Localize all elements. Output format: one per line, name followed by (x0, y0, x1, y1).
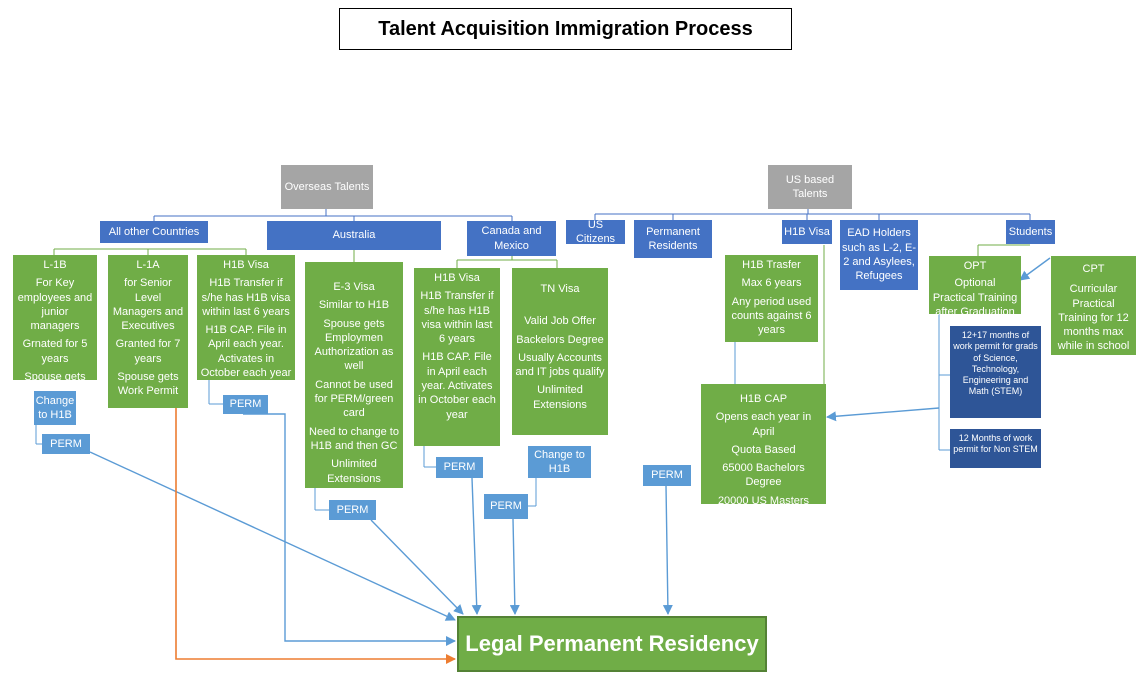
stem-permit-text: 12+17 months of work permit for grads of… (953, 330, 1038, 397)
perm-label: PERM (50, 437, 82, 450)
ead-holders-node: EAD Holders such as L-2, E-2 and Asylees… (840, 220, 918, 290)
students-node: Students (1006, 220, 1055, 244)
l1a-line: for Senior Level Managers and Executives (112, 277, 184, 333)
e3-visa-line: Similar to H1B (318, 299, 390, 312)
l1b-node: L-1B For Key employees and junior manage… (13, 255, 97, 397)
perm-label: PERM (229, 398, 262, 411)
students-label: Students (1008, 225, 1053, 238)
h1b-visa-category-label: H1B Visa (784, 225, 830, 238)
overseas-talents-node: Overseas Talents (281, 165, 373, 209)
tn-visa-line: Usually Accounts and IT jobs qualify (515, 351, 605, 379)
l1a-line: Granted for 7 years (115, 338, 181, 365)
change-to-h1b-l1b: Change to H1B (34, 391, 76, 425)
h1b-transfer-node: H1B Trasfer Max 6 years Any period used … (725, 255, 818, 342)
perm-stubs (35, 313, 950, 511)
stem-permit-node: 12+17 months of work permit for grads of… (950, 326, 1041, 418)
e3-visa-line: Unlimited Extensions (327, 458, 381, 485)
opt-node: OPT Optional Practical Training after Gr… (929, 256, 1021, 318)
perm-label: PERM (490, 500, 522, 513)
h1b-cap-line: 65000 Bachelors Degree (722, 462, 805, 489)
e3-visa-node: E-3 Visa Similar to H1B Spouse gets Empl… (305, 262, 403, 488)
h1b-visa-category-node: H1B Visa (782, 220, 832, 244)
h1b-cap-line: Quota Based (731, 443, 796, 456)
permanent-residents-label: Permanent Residents (646, 225, 700, 252)
h1b-transfer-line: Max 6 years (741, 277, 802, 290)
australia-node: Australia (267, 221, 441, 250)
h1b-overseas-title: H1B Visa (223, 259, 269, 271)
h1b-canada-line: H1B Transfer if s/he has H1B visa within… (420, 290, 494, 346)
h1b-overseas-line: H1B CAP. File in April each year. Activa… (200, 324, 292, 380)
us-citizens-node: US Citizens (566, 218, 625, 245)
h1b-transfer-line: Any period used counts against 6 years (731, 295, 812, 337)
h1b-cap-node: H1B CAP Opens each year in April Quota B… (701, 384, 826, 521)
legal-permanent-residency-node: Legal Permanent Residency (457, 616, 767, 672)
tn-visa-node: TN Visa Valid Job Offer Backelors Degree… (512, 268, 608, 435)
perm-h1b-canada: PERM (436, 457, 483, 478)
tn-visa-line: Unlimited Extensions (533, 384, 587, 411)
h1b-overseas-node: H1B Visa H1B Transfer if s/he has H1B vi… (197, 255, 295, 380)
l1b-line: For Key employees and junior managers (17, 277, 93, 333)
opt-line: Optional Practical Training after Gradua… (932, 277, 1018, 318)
h1b-canada-title: H1B Visa (434, 272, 480, 284)
perm-tn: PERM (484, 494, 528, 519)
perm-label: PERM (336, 503, 369, 516)
us-tree-lines (594, 209, 1031, 220)
tn-visa-title: TN Visa (540, 283, 580, 295)
green-tree-lines (53, 244, 1030, 384)
canada-mexico-label: Canada and Mexico (481, 225, 542, 252)
cpt-node: CPT Curricular Practical Training for 12… (1051, 256, 1136, 355)
arrows-to-lpr (89, 257, 1051, 646)
perm-label: PERM (443, 461, 476, 474)
all-other-countries-label: All other Countries (108, 225, 200, 238)
perm-h1b-overseas: PERM (223, 395, 268, 414)
change-to-h1b-label: Change to H1B (35, 394, 75, 421)
h1b-overseas-line: H1B Transfer if s/he has H1B visa within… (201, 277, 291, 318)
h1b-canada-line: H1B CAP. File in April each year. Activa… (418, 351, 496, 421)
australia-label: Australia (332, 229, 376, 242)
tn-visa-line: Valid Job Offer (524, 315, 596, 328)
h1b-cap-line: H1B CAP (739, 393, 788, 405)
us-based-talents-label: US based Talents (785, 173, 835, 200)
l1b-line: Grnated for 5 years (22, 338, 88, 365)
l1a-line: Spouse gets Work Permit (117, 371, 179, 398)
overseas-tree-lines (153, 209, 513, 221)
cpt-line: Curricular Practical Training for 12 mon… (1057, 283, 1130, 353)
l1a-title: L-1A (136, 259, 160, 271)
change-to-h1b-tn: Change to H1B (528, 446, 591, 478)
page-title: Talent Acquisition Immigration Process (339, 8, 792, 50)
e3-visa-line: Cannot be used for PERM/green card (314, 378, 394, 420)
h1b-canada-node: H1B Visa H1B Transfer if s/he has H1B vi… (414, 268, 500, 446)
perm-e3: PERM (329, 500, 376, 520)
us-citizens-label: US Citizens (575, 218, 616, 245)
perm-h1b-cap: PERM (643, 465, 691, 486)
change-to-h1b-label: Change to H1B (534, 448, 585, 475)
non-stem-permit-node: 12 Months of work permit for Non STEM (950, 429, 1041, 468)
cpt-line: CPT (1082, 263, 1105, 275)
l1a-node: L-1A for Senior Level Managers and Execu… (108, 255, 188, 408)
e3-visa-line: Need to change to H1B and then GC (309, 425, 399, 452)
h1b-cap-line: 20000 US Masters Degree (717, 494, 810, 522)
opt-line: OPT (963, 260, 987, 272)
ead-holders-label: EAD Holders such as L-2, E-2 and Asylees… (842, 227, 916, 283)
us-based-talents-node: US based Talents (768, 165, 852, 209)
all-other-countries-node: All other Countries (100, 221, 208, 243)
perm-l1b: PERM (42, 434, 90, 454)
h1b-transfer-line: H1B Trasfer (742, 259, 801, 271)
canada-mexico-node: Canada and Mexico (467, 221, 556, 256)
tn-visa-line: Backelors Degree (516, 333, 604, 346)
overseas-talents-label: Overseas Talents (284, 180, 370, 193)
e3-visa-title: E-3 Visa (333, 281, 375, 293)
perm-label: PERM (651, 469, 683, 482)
non-stem-permit-text: 12 Months of work permit for Non STEM (953, 433, 1038, 455)
h1b-cap-line: Opens each year in April (715, 411, 812, 438)
l1b-title: L-1B (43, 259, 67, 271)
l1a-arrow (175, 408, 456, 664)
e3-visa-line: Spouse gets Employmen Authorization as w… (314, 317, 394, 373)
permanent-residents-node: Permanent Residents (634, 220, 712, 258)
